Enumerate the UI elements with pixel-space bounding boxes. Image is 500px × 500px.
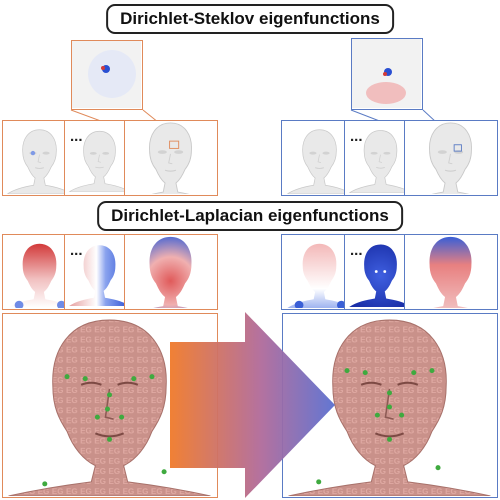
ellipsis-target-laplacian: ...: [350, 242, 363, 259]
ellipsis-source-laplacian: ...: [70, 242, 83, 259]
source-steklov-zoom-inset: [71, 40, 143, 110]
target-steklov-panel-3: [404, 120, 498, 196]
target-laplacian-panel-3: [404, 234, 498, 310]
source-landmarks: [42, 374, 167, 487]
source-laplacian-panel-3: [124, 234, 218, 310]
target-face-panel: [282, 313, 498, 498]
target-steklov-zoom-inset: [351, 38, 423, 110]
ellipsis-source-steklov: ...: [70, 128, 83, 145]
steklov-zoom-plot: [72, 41, 141, 108]
ellipsis-target-steklov: ...: [350, 128, 363, 145]
laplacian-title: Dirichlet-Laplacian eigenfunctions: [97, 201, 403, 231]
steklov-title: Dirichlet-Steklov eigenfunctions: [106, 4, 394, 34]
steklov-zoom-plot-target: [352, 39, 421, 108]
source-steklov-panel-3: [124, 120, 218, 196]
source-face-panel: [2, 313, 218, 498]
